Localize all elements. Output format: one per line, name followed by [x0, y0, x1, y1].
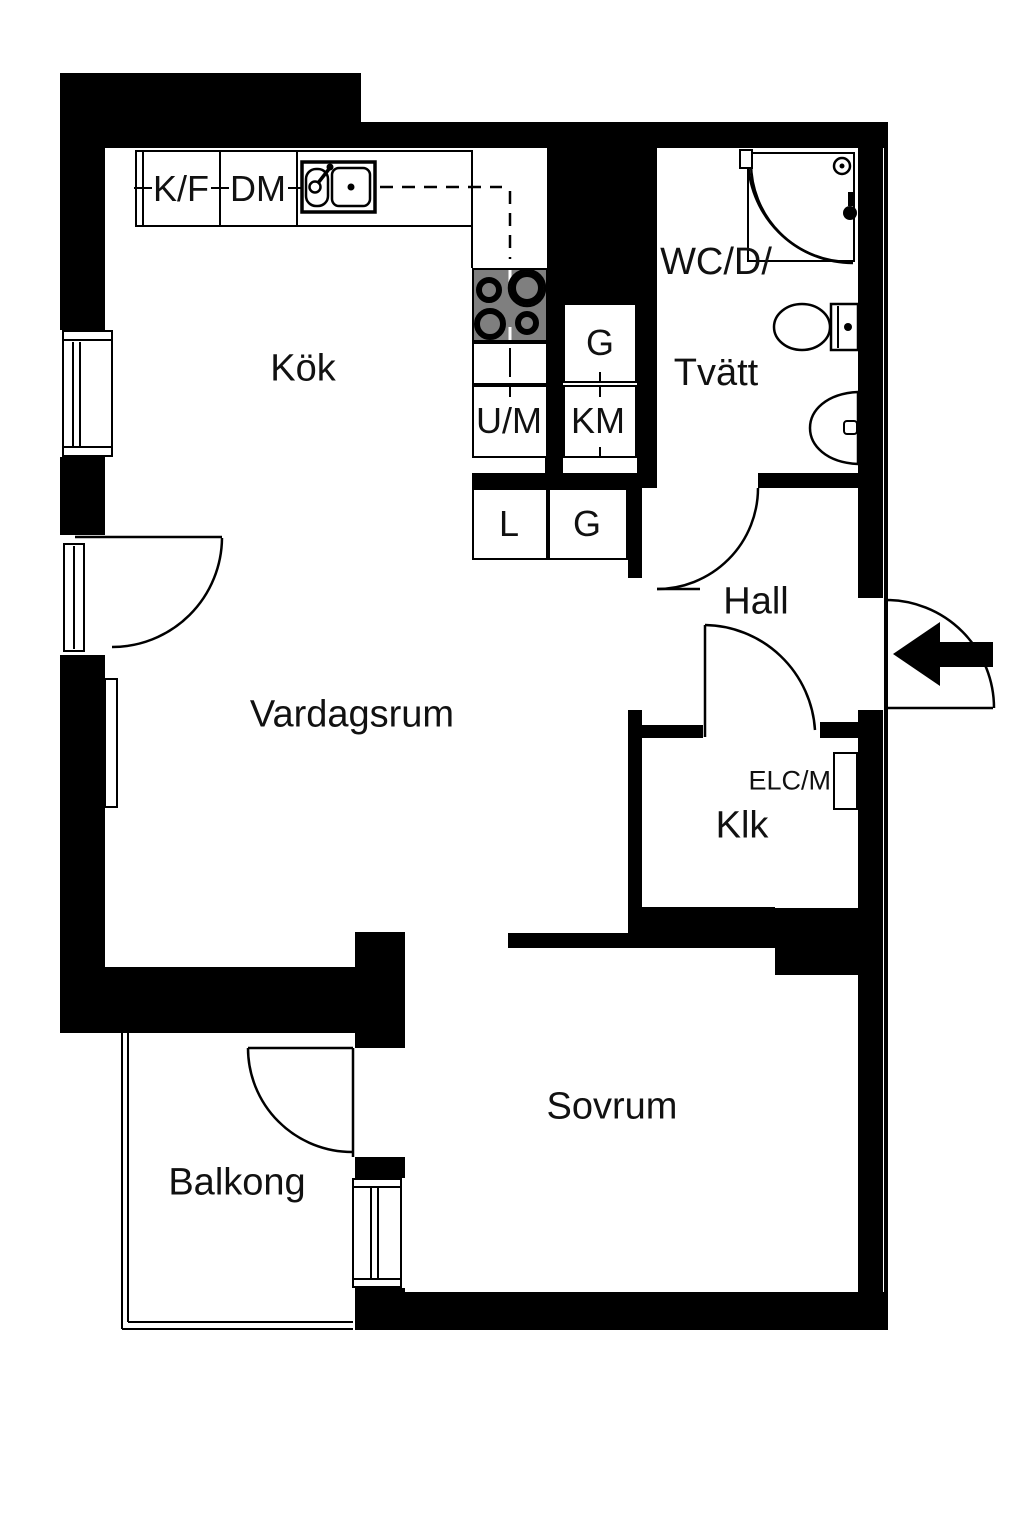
- wall-closet-south: [628, 907, 775, 935]
- door-swing-entrance: [884, 598, 996, 710]
- radiator-icon: [104, 678, 118, 808]
- door-swing-closet: [703, 623, 817, 737]
- window-glazing-lines: [64, 339, 400, 1280]
- entry-arrow-icon: [893, 622, 993, 686]
- door-swing-balcony-left: [75, 535, 224, 649]
- room-label-bathroom: WC/D/ Tvätt: [660, 170, 772, 466]
- cabinet-wardrobe-lower: [548, 488, 628, 560]
- counter-dashed-line: [380, 185, 512, 268]
- shower-icon: [739, 149, 857, 265]
- fixture-label-oven-microwave: U/M: [476, 400, 542, 441]
- wall-right-outer-line: [884, 122, 888, 1330]
- wall-closet-west: [628, 710, 642, 935]
- wall-left-mid: [60, 457, 105, 535]
- wall-wc-south-left: [472, 473, 657, 488]
- stove-burners-icon: [474, 268, 547, 340]
- electrical-cabinet-icon: [833, 752, 858, 810]
- balcony-railing: [121, 1033, 353, 1330]
- room-label-bathroom-line1: WC/D/: [660, 241, 772, 283]
- wall-living-south: [60, 967, 355, 1033]
- room-label-living: Vardagsrum: [249, 693, 455, 736]
- wall-kitchen-wc-column: [547, 122, 637, 305]
- toilet-icon: [772, 302, 860, 352]
- wall-top-left: [62, 73, 361, 148]
- wall-bedroom-west-mid: [355, 1157, 405, 1178]
- room-label-hall: Hall: [723, 580, 789, 623]
- wall-cabinet-strip: [545, 305, 563, 488]
- fixture-label-washing-machine: KM: [571, 400, 625, 441]
- room-label-bedroom: Sovrum: [546, 1085, 678, 1128]
- fixture-label-wardrobe-lower: G: [572, 503, 602, 544]
- wall-bedroom-west-upper: [355, 932, 405, 1048]
- wall-wc-west: [637, 148, 657, 473]
- door-swing-bedroom-balcony: [246, 1046, 355, 1157]
- fixture-label-linen: L: [498, 503, 520, 544]
- kitchen-sink-icon: [300, 160, 377, 214]
- wall-closet-north-left: [642, 725, 703, 738]
- wall-closet-north-right: [820, 722, 858, 738]
- window-west-kitchen: [62, 330, 113, 457]
- room-label-bathroom-line2: Tvätt: [673, 352, 759, 394]
- wall-bedroom-south: [355, 1292, 886, 1330]
- cabinet-tick-marks: [509, 348, 601, 457]
- wall-left-lower: [60, 655, 105, 967]
- room-label-kitchen: Kök: [270, 347, 336, 390]
- wall-right-upper: [858, 122, 883, 598]
- room-label-balcony: Balkong: [168, 1161, 306, 1204]
- wall-hall-west-stub: [628, 487, 642, 578]
- wall-block-bedroom-ne: [775, 908, 858, 975]
- cabinet-oven-microwave: [472, 385, 548, 458]
- wall-left-upper: [60, 73, 105, 330]
- wall-right-lower: [858, 710, 883, 1330]
- washbasin-icon: [808, 390, 860, 466]
- fixture-label-electrical: ELC/M: [748, 765, 831, 796]
- cabinet-linen: [472, 488, 548, 560]
- wall-wc-south-right: [758, 473, 858, 488]
- room-label-closet: Klk: [715, 804, 769, 847]
- wall-bedroom-north: [508, 933, 775, 948]
- fixture-label-wardrobe-upper: G: [585, 322, 615, 363]
- cabinet-washing-machine: [563, 385, 637, 458]
- counter-divider-lines: [134, 151, 306, 226]
- door-swing-bathroom: [656, 487, 760, 591]
- fixture-label-dishwasher: DM: [230, 168, 286, 209]
- fixture-label-fridge-freezer: K/F: [152, 168, 210, 209]
- cabinet-wardrobe-upper: [563, 303, 637, 383]
